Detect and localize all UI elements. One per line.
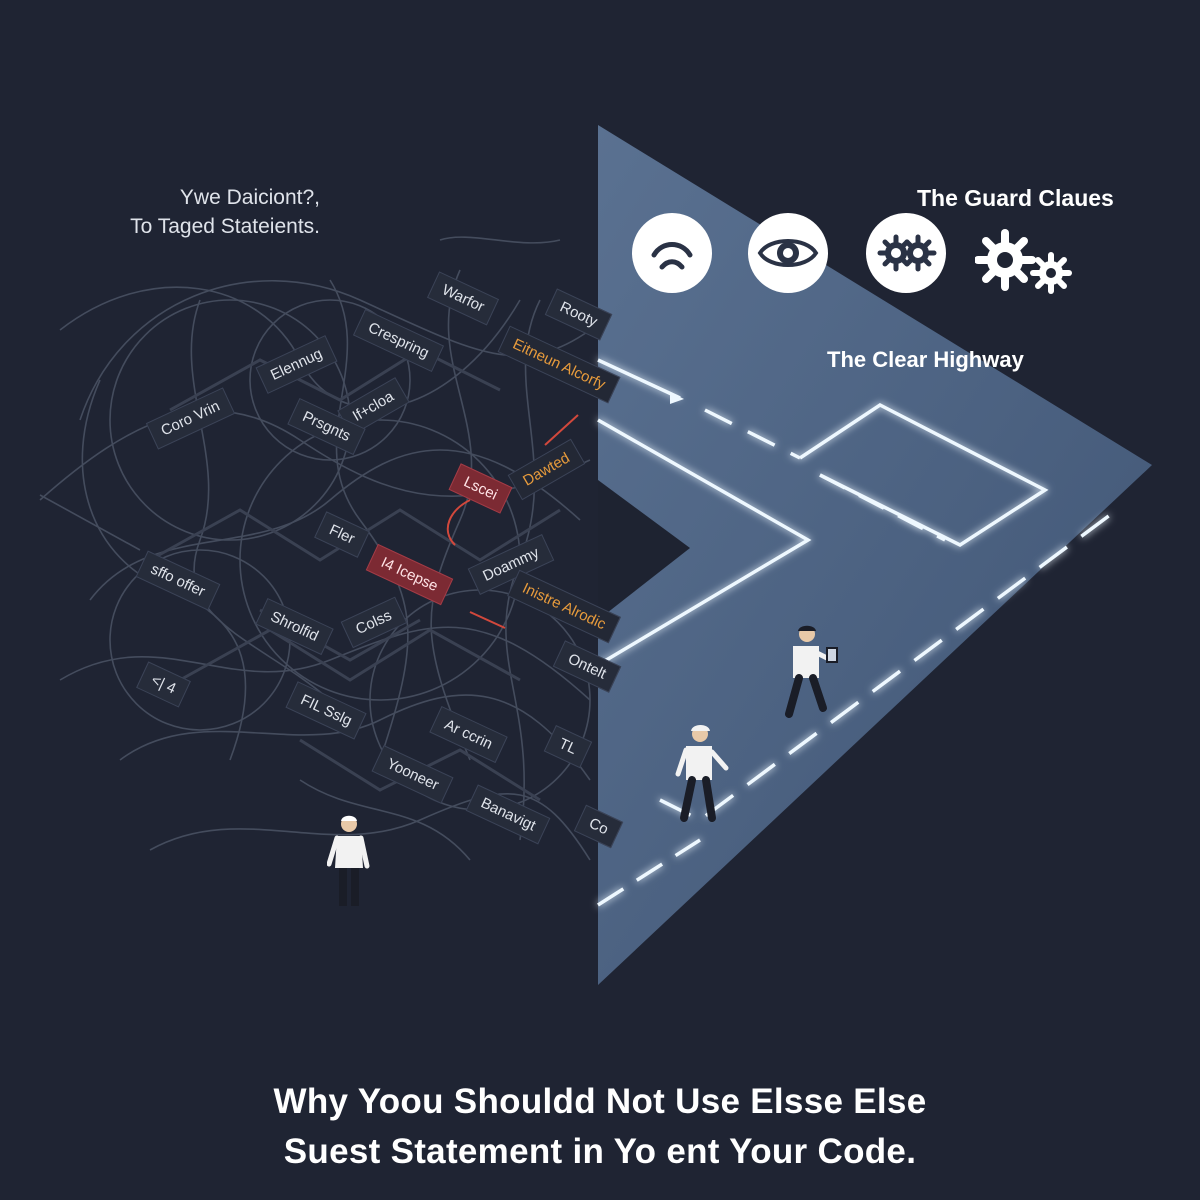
person-walking	[672, 722, 732, 831]
left-caption-line1: Ywe Daiciont?,	[179, 186, 320, 209]
highway-lines	[597, 358, 1112, 907]
gears-icon	[866, 213, 946, 293]
title-line2: Suest Statement in Yo ent Your Code.	[283, 1132, 917, 1171]
eye-icon	[748, 213, 828, 293]
highway-panel	[598, 125, 1152, 985]
guard-clauses-caption: The Guard Claues	[917, 185, 1114, 211]
title-line1: Why Yoou Shouldd Not Use Elsse Else	[273, 1082, 927, 1121]
headphone-arc-icon	[632, 213, 712, 293]
clear-highway-caption: The Clear Highway	[827, 347, 1024, 372]
red-arrows	[446, 414, 579, 629]
highway-arrow	[670, 392, 684, 404]
person-lost	[326, 812, 371, 917]
gears-outline-icon	[974, 225, 1075, 295]
left-caption-line2: To Taged Stateients.	[130, 215, 320, 238]
person-with-tablet	[785, 622, 845, 727]
